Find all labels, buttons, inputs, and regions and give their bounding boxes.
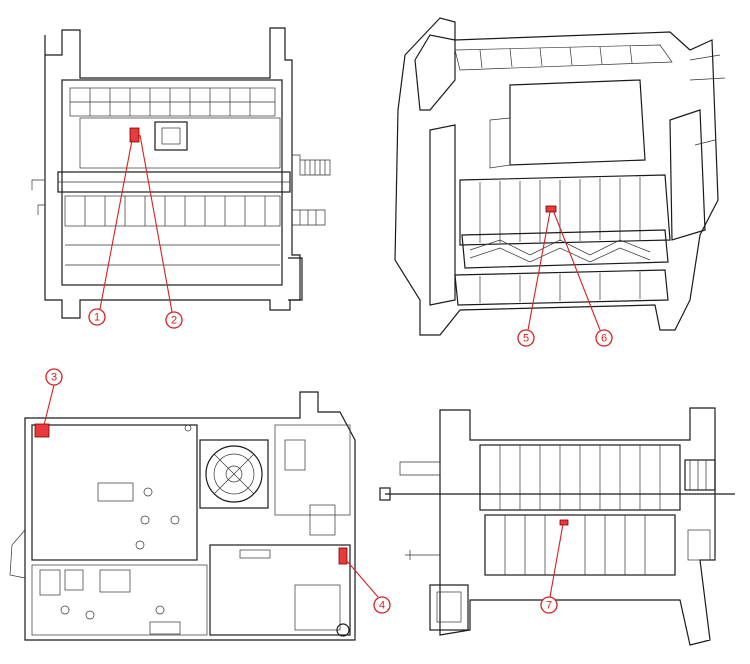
callout-label-5: 5 — [523, 333, 529, 345]
callout-circle-6 — [595, 329, 613, 347]
callout-leader-3 — [43, 384, 55, 426]
callout-leader-4 — [345, 559, 379, 598]
callout-label-3: 3 — [51, 372, 57, 384]
callout-4: 4 — [345, 559, 391, 614]
side-board-view — [9, 391, 356, 641]
callout-5: 5 — [517, 211, 551, 347]
callout-circle-3 — [45, 368, 63, 386]
callout-label-2: 2 — [171, 315, 177, 327]
callout-7: 7 — [540, 523, 564, 614]
callout-6: 6 — [552, 209, 613, 347]
callout-circle-2 — [165, 311, 183, 329]
callout-1: 1 — [88, 139, 133, 326]
isometric-view-frame — [394, 17, 726, 336]
callout-label-1: 1 — [94, 312, 100, 324]
callout-leader-6 — [552, 209, 601, 331]
callout-leader-1 — [99, 139, 133, 310]
callout-leader-7 — [549, 523, 564, 598]
callout-3: 3 — [43, 368, 63, 426]
callout-circle-1 — [88, 308, 106, 326]
callout-label-6: 6 — [601, 333, 607, 345]
callout-2: 2 — [139, 134, 183, 329]
top-view-frame — [31, 27, 331, 319]
callout-circle-5 — [517, 329, 535, 347]
callout-leader-2 — [139, 134, 173, 313]
callouts: 1 2 3 4 5 6 7 — [43, 134, 613, 614]
paper-path-unit-view — [379, 407, 735, 646]
callout-leader-5 — [527, 211, 551, 331]
callout-circle-7 — [540, 596, 558, 614]
callout-circle-4 — [373, 596, 391, 614]
callout-label-4: 4 — [379, 600, 385, 612]
callout-label-7: 7 — [546, 600, 552, 612]
